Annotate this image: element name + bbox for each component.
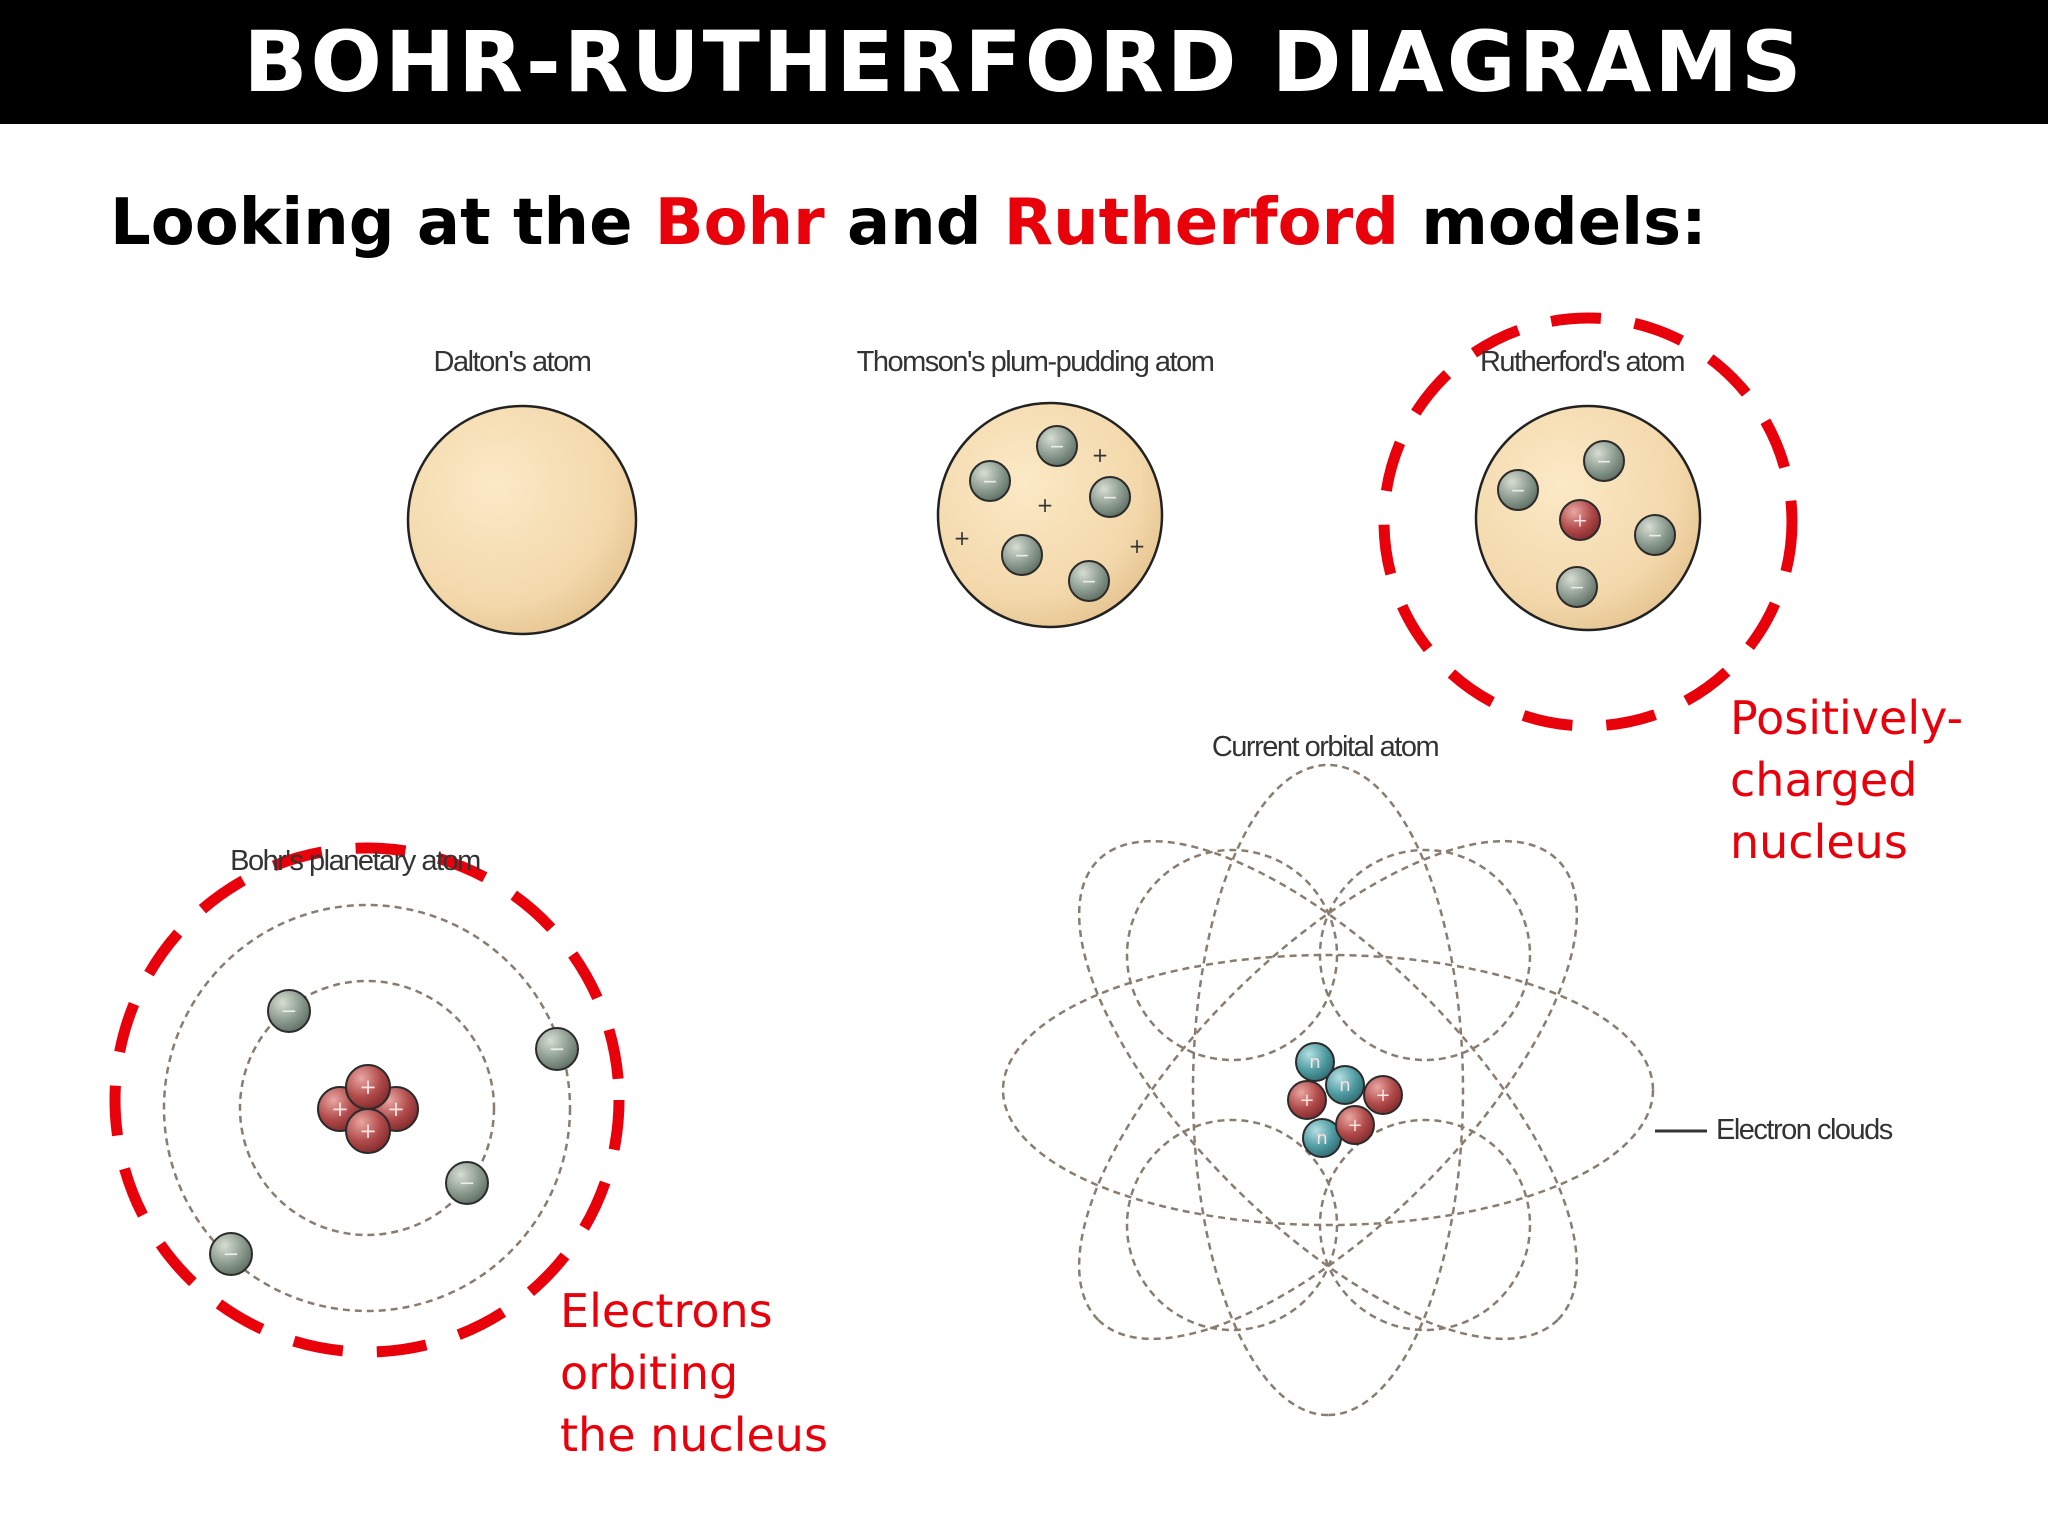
bohr-atom: − − − − + + + + xyxy=(162,903,579,1313)
electron-symbol: − xyxy=(1102,486,1118,508)
rutherford-label: Rutherford's atom xyxy=(1479,346,1686,378)
neutron-symbol: n xyxy=(1316,1128,1327,1149)
title-bar: BOHR-RUTHERFORD DIAGRAMS xyxy=(0,0,2048,124)
bohr-highlight-circle xyxy=(109,842,625,1358)
electron-particle: − xyxy=(267,989,311,1033)
electron-cloud-lobe xyxy=(1318,1118,1532,1332)
electron-particle: − xyxy=(1556,566,1598,608)
proton-symbol: + xyxy=(359,1119,377,1143)
subtitle-bohr: Bohr xyxy=(654,186,825,260)
positive-charge-mark: + xyxy=(1092,443,1109,467)
rutherford-atom: − − − − + xyxy=(1474,404,1702,632)
electron-particle: − xyxy=(1497,469,1539,511)
subtitle-suffix: models: xyxy=(1398,186,1707,260)
proton-symbol: + xyxy=(1347,1115,1362,1136)
rutherford-annotation-line-1: Positively- xyxy=(1730,691,1964,745)
electron-symbol: − xyxy=(1081,570,1097,592)
bohr-annotation-line-2: orbiting xyxy=(560,1346,739,1400)
subtitle: Looking at the Bohr and Rutherford model… xyxy=(110,186,1707,260)
dalton-label: Dalton's atom xyxy=(433,346,592,378)
electron-symbol: − xyxy=(1596,450,1612,472)
rutherford-highlight-circle xyxy=(1378,312,1798,732)
proton-particle: + xyxy=(1363,1075,1403,1115)
electron-cloud-lobe xyxy=(1125,848,1339,1062)
electron-particle: − xyxy=(969,460,1011,502)
electron-particle: − xyxy=(1036,425,1078,467)
electron-symbol: − xyxy=(281,999,298,1023)
current-orbital-atom: nnn+++ xyxy=(1001,763,1655,1417)
subtitle-middle: and xyxy=(824,186,1004,260)
proton-particle: + xyxy=(345,1108,391,1154)
proton-symbol: + xyxy=(1572,509,1588,531)
subtitle-rutherford: Rutherford xyxy=(1003,186,1399,260)
dalton-atom-sphere xyxy=(406,404,638,636)
electron-cloud-lobe xyxy=(1001,953,1655,1227)
proton-symbol: + xyxy=(1299,1090,1314,1111)
electron-particle: − xyxy=(535,1027,579,1071)
neutron-particle: n xyxy=(1325,1065,1365,1105)
electron-cloud-lobe xyxy=(1318,848,1532,1062)
electron-cloud-lobe xyxy=(1125,1118,1339,1332)
electron-particle: − xyxy=(1089,476,1131,518)
electron-symbol: − xyxy=(459,1171,476,1195)
positive-charge-mark: + xyxy=(1037,493,1054,517)
bohr-inner-orbit xyxy=(238,979,496,1237)
bohr-annotation: Electrons orbiting the nucleus xyxy=(560,1280,828,1466)
proton-symbol: + xyxy=(1375,1085,1390,1106)
electron-symbol: − xyxy=(1049,435,1065,457)
proton-symbol: + xyxy=(331,1097,349,1121)
electron-particle: − xyxy=(209,1232,253,1276)
electron-symbol: − xyxy=(1569,576,1585,598)
proton-symbol: + xyxy=(359,1075,377,1099)
proton-particle: + xyxy=(1335,1105,1375,1145)
neutron-symbol: n xyxy=(1309,1052,1320,1073)
proton-particle: + xyxy=(1287,1080,1327,1120)
electron-clouds xyxy=(1001,763,1655,1417)
electron-cloud-lobe xyxy=(1077,839,1579,1341)
page-title: BOHR-RUTHERFORD DIAGRAMS xyxy=(243,13,1805,111)
electron-cloud-lobe xyxy=(1191,763,1465,1417)
neutron-particle: n xyxy=(1295,1042,1335,1082)
electron-particle: − xyxy=(1068,560,1110,602)
electron-symbol: − xyxy=(982,470,998,492)
electron-particle: − xyxy=(1583,440,1625,482)
bohr-outer-orbit xyxy=(162,903,572,1313)
nucleus-particle: + xyxy=(1559,499,1601,541)
thomson-label: Thomson's plum-pudding atom xyxy=(856,346,1215,378)
electron-cloud-lobe xyxy=(1077,839,1579,1341)
rutherford-annotation-line-2: charged xyxy=(1730,753,1918,807)
rutherford-annotation: Positively- charged nucleus xyxy=(1730,687,1963,873)
electron-clouds-label: Electron clouds xyxy=(1716,1114,1893,1146)
electron-particle: − xyxy=(1634,514,1676,556)
bohr-annotation-line-3: the nucleus xyxy=(560,1408,828,1462)
subtitle-prefix: Looking at the xyxy=(110,186,655,260)
positive-charge-mark: + xyxy=(1129,534,1146,558)
electron-symbol: − xyxy=(1510,479,1526,501)
bohr-annotation-line-1: Electrons xyxy=(560,1284,773,1338)
proton-symbol: + xyxy=(387,1097,405,1121)
proton-particle: + xyxy=(345,1064,391,1110)
rutherford-annotation-line-3: nucleus xyxy=(1730,815,1908,869)
electron-symbol: − xyxy=(223,1242,240,1266)
positive-charge-mark: + xyxy=(954,526,971,550)
electron-particle: − xyxy=(1001,534,1043,576)
bohr-label: Bohr's planetary atom xyxy=(230,845,481,877)
electron-particle: − xyxy=(445,1161,489,1205)
electron-symbol: − xyxy=(1014,544,1030,566)
thomson-atom: − − − − − + + + + xyxy=(936,401,1164,629)
current-label: Current orbital atom xyxy=(1211,731,1440,763)
electron-symbol: − xyxy=(549,1037,566,1061)
neutron-symbol: n xyxy=(1339,1075,1350,1096)
electron-symbol: − xyxy=(1647,524,1663,546)
